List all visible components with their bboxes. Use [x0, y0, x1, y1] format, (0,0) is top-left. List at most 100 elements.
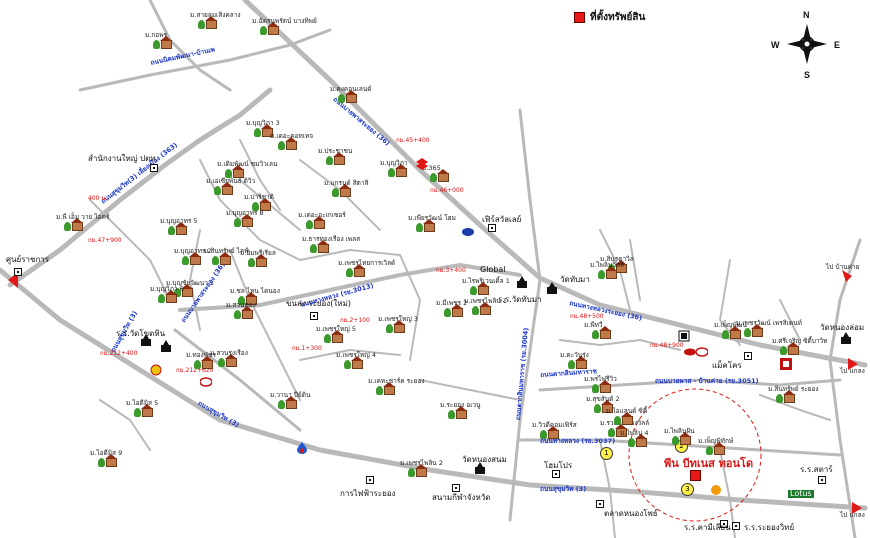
tree-icon — [306, 220, 313, 229]
car-brand-icon — [462, 228, 474, 236]
village-house-icon — [261, 124, 273, 137]
car-brand-icon — [684, 348, 696, 356]
tree-icon — [278, 141, 285, 150]
village-house-icon — [285, 396, 297, 409]
property-location-marker — [690, 470, 701, 481]
tree-icon — [608, 428, 615, 437]
road-local-10 — [89, 199, 171, 301]
ban-khai-label: ไป บ้านค่าย — [826, 263, 860, 271]
road-local-6 — [299, 249, 421, 361]
tree-icon — [628, 438, 635, 447]
wat-noen-label: ร.ร.วัดโขดหิน — [116, 329, 166, 338]
tree-icon — [212, 256, 219, 265]
village-house-icon — [219, 252, 231, 265]
village-house-icon — [599, 326, 611, 339]
village-house-icon — [175, 222, 187, 235]
village-label: ม.ไพลิน 4 — [620, 429, 649, 437]
km-marker-4: กม.212+400 — [100, 350, 138, 357]
km-marker-2: กม.46+000 — [430, 187, 464, 194]
road-sukhumvit-west — [0, 267, 868, 511]
village-label: ม.บุญชัยวัฒนา 1 — [166, 279, 215, 287]
village-label: ม.ตะวันรุ่ง — [560, 351, 589, 359]
km-marker-7: กม.2+100 — [340, 317, 370, 324]
village-label: ม.ระยอง อเวนู — [440, 401, 481, 409]
village-label: ม.ประชาชน — [318, 147, 353, 155]
tree-icon — [278, 400, 285, 409]
village-label: ม.สายลมเสิงคลาง — [190, 11, 241, 19]
tree-icon — [470, 286, 477, 295]
temple-icon — [141, 334, 151, 346]
tree-icon — [338, 94, 345, 103]
tree-icon — [158, 294, 165, 303]
stadium-label: สนามกีฬาจังหวัด — [432, 493, 491, 502]
village-house-icon — [635, 434, 647, 447]
tree-icon — [168, 226, 175, 235]
tree-icon — [592, 330, 599, 339]
tree-icon — [326, 156, 333, 165]
tree-icon — [134, 408, 141, 417]
km-marker-10: กม.48+900 — [650, 342, 684, 349]
tree-icon — [744, 328, 751, 337]
makro-marker — [744, 352, 752, 360]
road-label-3051: ถนนบายพาส - บ้านค่าย (รย.3051) — [655, 377, 759, 385]
post-marker — [366, 476, 374, 484]
village-house-icon — [605, 266, 617, 279]
village-label: ม.เพชรไทยการเวิลด์ — [338, 259, 396, 267]
village-house-icon — [615, 424, 627, 437]
tree-icon — [540, 430, 547, 439]
village-label: ม.ไอแลนด์ ซิตี้ — [606, 407, 648, 415]
post-label: การไฟฟ้าระยอง — [340, 489, 396, 498]
village-house-icon — [245, 292, 257, 305]
compass-north: N — [803, 10, 810, 20]
road-label-sukhumvit-b: ถนนสุขุมวิท (3) — [540, 485, 587, 493]
star-school-label: ร.ร.สตาร์ — [800, 465, 833, 474]
market-marker — [596, 500, 604, 508]
to-klaeng-label: ไป แกลง — [840, 367, 865, 375]
tree-icon — [592, 384, 599, 393]
village-house-icon — [105, 454, 117, 467]
road-local-13 — [239, 139, 281, 211]
tree-icon — [238, 296, 245, 305]
village-label: ม.ปาริชาติ — [244, 193, 274, 201]
tree-icon — [780, 346, 787, 355]
village-house-icon — [255, 254, 267, 267]
village-house-icon — [241, 306, 253, 319]
tree-icon — [346, 268, 353, 277]
compass-east: E — [834, 40, 841, 50]
village-label: ม.สินทรัพย์ ไลฟ์ — [204, 247, 249, 255]
village-label: ม.สินทรัพย์ ระยอง — [768, 385, 819, 393]
village-house-icon — [339, 184, 351, 197]
road-west-diag — [173, 328, 302, 432]
tree-icon — [153, 40, 160, 49]
govt-marker — [150, 164, 158, 172]
tree-icon — [614, 416, 621, 425]
village-label: ม.ไรพริเวนเดิ้ล 1 — [462, 277, 510, 285]
road-local-9 — [419, 379, 521, 401]
village-house-icon — [331, 330, 343, 343]
road-local-11 — [189, 229, 201, 331]
village-label: ม.เพชรไพลิน 1 — [464, 297, 507, 305]
village-label: ม.สินรดาวิล — [600, 255, 634, 263]
village-house-icon — [232, 165, 244, 178]
car-brand-icon — [416, 158, 428, 170]
tree-icon — [234, 310, 241, 319]
village-label: ม.แกรนด์ สิตาสิ — [324, 179, 369, 187]
makro-label: แม็คโคร — [712, 361, 742, 370]
road-local-16 — [759, 394, 831, 421]
village-house-icon — [141, 404, 153, 417]
village-label: ม.เอเซียพันธ์ ดิวิว — [206, 177, 256, 185]
tree-icon — [214, 186, 221, 195]
village-label: ม.ไพลินวิลล์ — [590, 261, 624, 269]
village-label: ม.เพชรวัฒน์ เพรสิเดนท์ — [736, 319, 802, 327]
wat-takhian-label: วัดทับมา — [560, 275, 590, 284]
village-house-icon — [351, 356, 363, 369]
village-label: ม.ไอดีมิส 9 — [90, 449, 123, 457]
village-label: ม.เพชรใหญ่ 5 — [316, 325, 356, 333]
km-marker-6: กม.1+300 — [292, 345, 322, 352]
village-label: ม.บุญวิภา 6 — [150, 285, 184, 293]
village-label: ม.เคหะชาร์ค ระยอง — [368, 377, 425, 385]
building-icon — [678, 330, 690, 342]
village-house-icon — [353, 264, 365, 277]
village-house-icon — [601, 400, 613, 413]
